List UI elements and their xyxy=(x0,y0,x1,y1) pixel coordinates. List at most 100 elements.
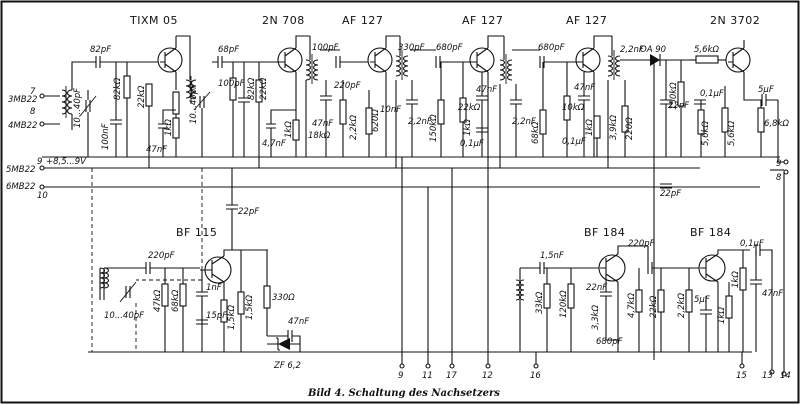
transistor-q4 xyxy=(437,35,504,157)
svg-text:0,1µF: 0,1µF xyxy=(460,139,484,149)
label-in7: 7 xyxy=(30,87,36,97)
tank-4 xyxy=(487,36,576,360)
svg-text:82kΩ: 82kΩ xyxy=(247,77,257,100)
svg-text:1kΩ: 1kΩ xyxy=(284,121,294,138)
svg-text:22kΩ: 22kΩ xyxy=(458,103,481,113)
term-r8: 8 xyxy=(776,173,782,183)
label-q2: 2N 708 xyxy=(262,14,305,27)
svg-text:22kΩ: 22kΩ xyxy=(259,77,269,100)
transistor-q5 xyxy=(539,35,612,157)
svg-text:1kΩ: 1kΩ xyxy=(463,119,473,136)
svg-text:68pF: 68pF xyxy=(218,45,239,55)
svg-text:10nF: 10nF xyxy=(380,105,401,115)
svg-text:620Ω: 620Ω xyxy=(371,109,381,132)
svg-text:1,5kΩ: 1,5kΩ xyxy=(245,295,255,320)
svg-text:0,1µF: 0,1µF xyxy=(562,137,586,147)
svg-text:100nF: 100nF xyxy=(101,123,111,150)
svg-text:OA 90: OA 90 xyxy=(640,45,666,55)
svg-text:10...40pF: 10...40pF xyxy=(73,88,83,128)
label-6mb: 6MB22 xyxy=(6,182,35,192)
svg-text:1kΩ: 1kΩ xyxy=(585,119,595,136)
svg-text:47nF: 47nF xyxy=(288,317,309,327)
label-3mb: 3MB22 xyxy=(8,95,37,105)
svg-text:3,9kΩ: 3,9kΩ xyxy=(609,115,619,140)
tank-5 xyxy=(607,36,690,360)
svg-text:1nF: 1nF xyxy=(206,283,222,293)
svg-text:4,7nF: 4,7nF xyxy=(262,139,286,149)
svg-text:22kΩ: 22kΩ xyxy=(137,85,147,108)
rails xyxy=(42,156,780,353)
svg-text:33kΩ: 33kΩ xyxy=(535,291,545,314)
svg-text:5µF: 5µF xyxy=(694,295,710,305)
svg-text:68kΩ: 68kΩ xyxy=(531,121,541,144)
svg-text:22pF: 22pF xyxy=(238,207,259,217)
trimmer-gang-dashed xyxy=(91,168,203,353)
svg-text:5,6kΩ: 5,6kΩ xyxy=(727,121,737,146)
label-q9: BF 184 xyxy=(690,226,731,239)
oscillator-section xyxy=(91,168,301,353)
svg-text:47kΩ: 47kΩ xyxy=(153,289,163,312)
transistor-q3 xyxy=(340,35,400,157)
terminal-6mb xyxy=(39,184,45,190)
svg-text:2,2nF: 2,2nF xyxy=(408,117,432,127)
term-b17: 17 xyxy=(446,371,457,381)
term-b9: 9 xyxy=(398,371,403,381)
svg-text:680pF: 680pF xyxy=(596,337,623,347)
terminal-3mb xyxy=(39,93,45,99)
term-b11: 11 xyxy=(422,371,433,381)
tank-2 xyxy=(305,36,347,157)
term-b16: 16 xyxy=(530,371,541,381)
labels: TIXM 05 2N 708 AF 127 AF 127 AF 127 2N 3… xyxy=(6,14,791,381)
zener-zf62 xyxy=(278,338,290,350)
svg-text:47nF: 47nF xyxy=(762,289,783,299)
bottom-leads xyxy=(399,168,787,377)
svg-text:68kΩ: 68kΩ xyxy=(171,289,181,312)
svg-text:4,7kΩ: 4,7kΩ xyxy=(627,293,637,318)
diode-oa90 xyxy=(650,54,660,66)
svg-text:22nF: 22nF xyxy=(586,283,607,293)
svg-text:47nF: 47nF xyxy=(476,85,497,95)
label-in8: 8 xyxy=(30,107,36,117)
label-p9: 9 xyxy=(37,157,42,167)
svg-text:680pF: 680pF xyxy=(436,43,463,53)
tank-1 xyxy=(158,35,280,157)
label-supply: +8,5...9V xyxy=(46,157,87,167)
label-q7: BF 115 xyxy=(176,226,217,239)
svg-text:5µF: 5µF xyxy=(758,85,774,95)
svg-text:2,2nF: 2,2nF xyxy=(620,45,644,55)
term-b14: 14 xyxy=(780,371,791,381)
svg-text:0,1µF: 0,1µF xyxy=(740,239,764,249)
terminal-4mb xyxy=(39,121,45,127)
res-82k-a xyxy=(123,75,131,99)
svg-text:680pF: 680pF xyxy=(538,43,565,53)
svg-text:15pF: 15pF xyxy=(206,311,227,321)
svg-text:22pF: 22pF xyxy=(660,189,681,199)
cap-82p xyxy=(95,56,101,68)
svg-text:1,5nF: 1,5nF xyxy=(540,251,564,261)
svg-text:18kΩ: 18kΩ xyxy=(308,131,331,141)
svg-text:2,2kΩ: 2,2kΩ xyxy=(677,293,687,318)
label-q5: AF 127 xyxy=(566,14,607,27)
term-r9: 9 xyxy=(776,159,781,169)
svg-text:5,6kΩ: 5,6kΩ xyxy=(701,121,711,146)
svg-text:330pF: 330pF xyxy=(398,43,425,53)
svg-text:220pF: 220pF xyxy=(334,81,361,91)
svg-text:47nF: 47nF xyxy=(312,119,333,129)
term-b15: 15 xyxy=(736,371,747,381)
svg-text:100pF: 100pF xyxy=(312,43,339,53)
svg-text:2,2nF: 2,2nF xyxy=(512,117,536,127)
svg-text:22nF: 22nF xyxy=(668,101,689,111)
label-q6: 2N 3702 xyxy=(710,14,760,27)
svg-text:10...40pF: 10...40pF xyxy=(189,84,199,124)
transistor-q1 xyxy=(157,36,183,157)
svg-text:1kΩ: 1kΩ xyxy=(164,119,174,136)
svg-text:ZF 6,2: ZF 6,2 xyxy=(273,361,301,371)
svg-text:1kΩ: 1kΩ xyxy=(731,271,741,288)
svg-text:220Ω: 220Ω xyxy=(625,117,635,140)
svg-text:150kΩ: 150kΩ xyxy=(429,114,439,142)
label-q3: AF 127 xyxy=(342,14,383,27)
term-b13: 13 xyxy=(762,371,773,381)
